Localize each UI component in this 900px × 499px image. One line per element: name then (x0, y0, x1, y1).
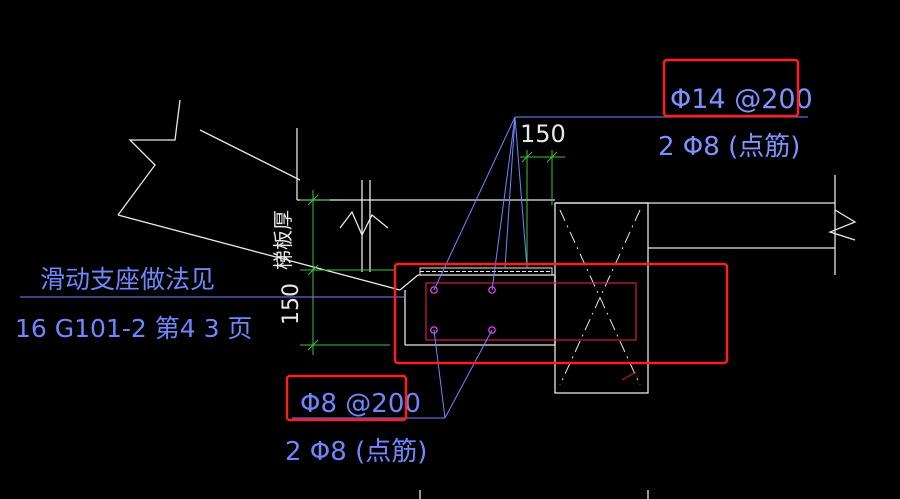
stair-slab-thickness-label: 梯板厚 (271, 210, 295, 270)
top-dimension-label: 150 (520, 120, 566, 148)
beam-corner-mark (621, 371, 637, 381)
sliding-bearing-pad (419, 267, 553, 276)
highlight-bottom-rebar-spec (285, 374, 408, 422)
bottom-rebar-points-label: 2 Φ8 (点筋) (285, 437, 427, 467)
dimension-lines (300, 150, 565, 355)
highlight-top-rebar-spec (662, 58, 800, 118)
left-dimension-label: 150 (279, 283, 304, 325)
beam-centerlines (559, 209, 641, 386)
bottom-rebar-spec-label: Φ8 @200 (300, 389, 421, 419)
rebar-point (488, 326, 496, 334)
support-note-line2: 16 G101-2 第4 3 页 (15, 314, 252, 343)
top-rebar-points-label: 2 Φ8 (点筋) (658, 132, 800, 162)
highlight-support-zone (393, 262, 729, 365)
support-note-line1: 滑动支座做法见 (40, 265, 215, 294)
stair-structure (117, 99, 857, 499)
rebar-points (430, 286, 496, 334)
rebar-point (430, 286, 438, 294)
top-rebar-spec-label: Φ14 @200 (670, 84, 813, 115)
support-zone-outline (425, 282, 637, 341)
leader-lines (20, 116, 808, 419)
highlight-boxes (285, 58, 800, 422)
